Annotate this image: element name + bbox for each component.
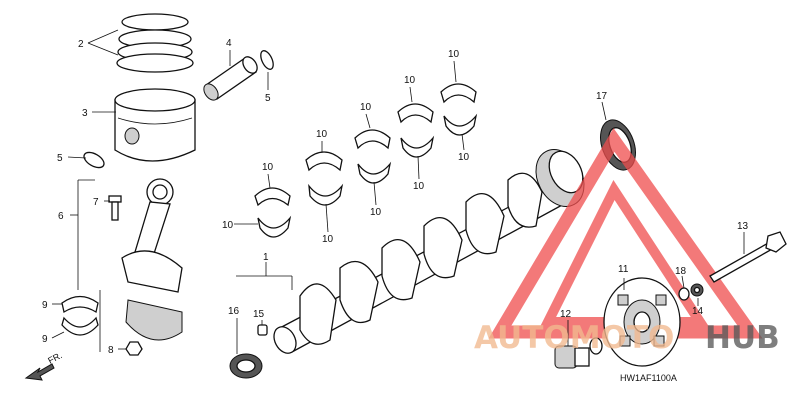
bolt-13 bbox=[709, 231, 787, 283]
piston-rings bbox=[116, 13, 194, 73]
diagram-code: HW1AF1100A bbox=[620, 373, 677, 383]
callout-9-lower: 9 bbox=[42, 334, 48, 345]
callout-1: 1 bbox=[263, 252, 269, 263]
leader-9-lower bbox=[51, 331, 65, 339]
callout-4: 4 bbox=[226, 38, 232, 49]
callout-2: 2 bbox=[78, 39, 84, 50]
callout-18: 18 bbox=[675, 266, 687, 277]
watermark-text-hub: HUB bbox=[705, 320, 780, 356]
callout-8: 8 bbox=[108, 345, 114, 356]
direction-label: FR. bbox=[46, 350, 63, 366]
callout-5-top: 5 bbox=[265, 93, 271, 104]
callout-11: 11 bbox=[618, 264, 629, 275]
piston-pin bbox=[203, 56, 258, 101]
callout-10-d: 10 bbox=[322, 234, 334, 245]
rod-bearing-lower bbox=[61, 316, 99, 336]
callout-10-a: 10 bbox=[262, 162, 274, 173]
piston-pin-clip-top bbox=[260, 50, 274, 70]
callout-10-c: 10 bbox=[316, 129, 328, 140]
callout-6: 6 bbox=[58, 211, 64, 222]
callout-10-f: 10 bbox=[370, 207, 382, 218]
callout-10-h: 10 bbox=[413, 181, 425, 192]
callout-10-i: 10 bbox=[448, 49, 460, 60]
crankshaft bbox=[273, 149, 585, 354]
callout-10-e: 10 bbox=[360, 102, 372, 113]
leader-5-left bbox=[67, 156, 87, 159]
rod-bolt bbox=[108, 195, 122, 221]
o-ring bbox=[678, 287, 690, 301]
callout-12: 12 bbox=[560, 309, 572, 320]
rod-nut bbox=[125, 341, 143, 356]
front-direction-arrow bbox=[24, 363, 55, 381]
starter-gear bbox=[554, 337, 603, 369]
main-bearing-set bbox=[254, 83, 478, 238]
bearing-16 bbox=[229, 353, 263, 379]
callout-7: 7 bbox=[93, 197, 99, 208]
callout-15: 15 bbox=[253, 309, 265, 320]
callout-10-j: 10 bbox=[458, 152, 470, 163]
callout-10-g: 10 bbox=[404, 75, 416, 86]
callout-3: 3 bbox=[82, 108, 88, 119]
leader-2a bbox=[87, 29, 119, 44]
rod-bearing-upper bbox=[61, 295, 99, 314]
callout-16: 16 bbox=[228, 306, 240, 317]
washer-14 bbox=[690, 283, 704, 297]
watermark-logo: AUTOMOTO HUB bbox=[474, 320, 780, 356]
callout-5-left: 5 bbox=[57, 153, 63, 164]
main-bearing-callouts: 10 10 10 10 10 10 10 10 10 10 bbox=[222, 49, 470, 245]
primary-gear bbox=[603, 277, 681, 367]
leader-18 bbox=[681, 275, 685, 289]
callout-13: 13 bbox=[737, 221, 749, 232]
callout-14: 14 bbox=[692, 306, 704, 317]
dowel-pin bbox=[257, 324, 268, 336]
callout-17: 17 bbox=[596, 91, 608, 102]
callout-10-b: 10 bbox=[222, 220, 234, 231]
watermark-text-automoto: AUTOMOTO bbox=[474, 320, 674, 356]
leader-17 bbox=[601, 101, 607, 121]
piston-pin-clip-left bbox=[83, 151, 105, 169]
callout-9-upper: 9 bbox=[42, 300, 48, 311]
piston bbox=[114, 88, 196, 162]
connecting-rod bbox=[121, 178, 183, 341]
leader-2b bbox=[87, 42, 119, 56]
